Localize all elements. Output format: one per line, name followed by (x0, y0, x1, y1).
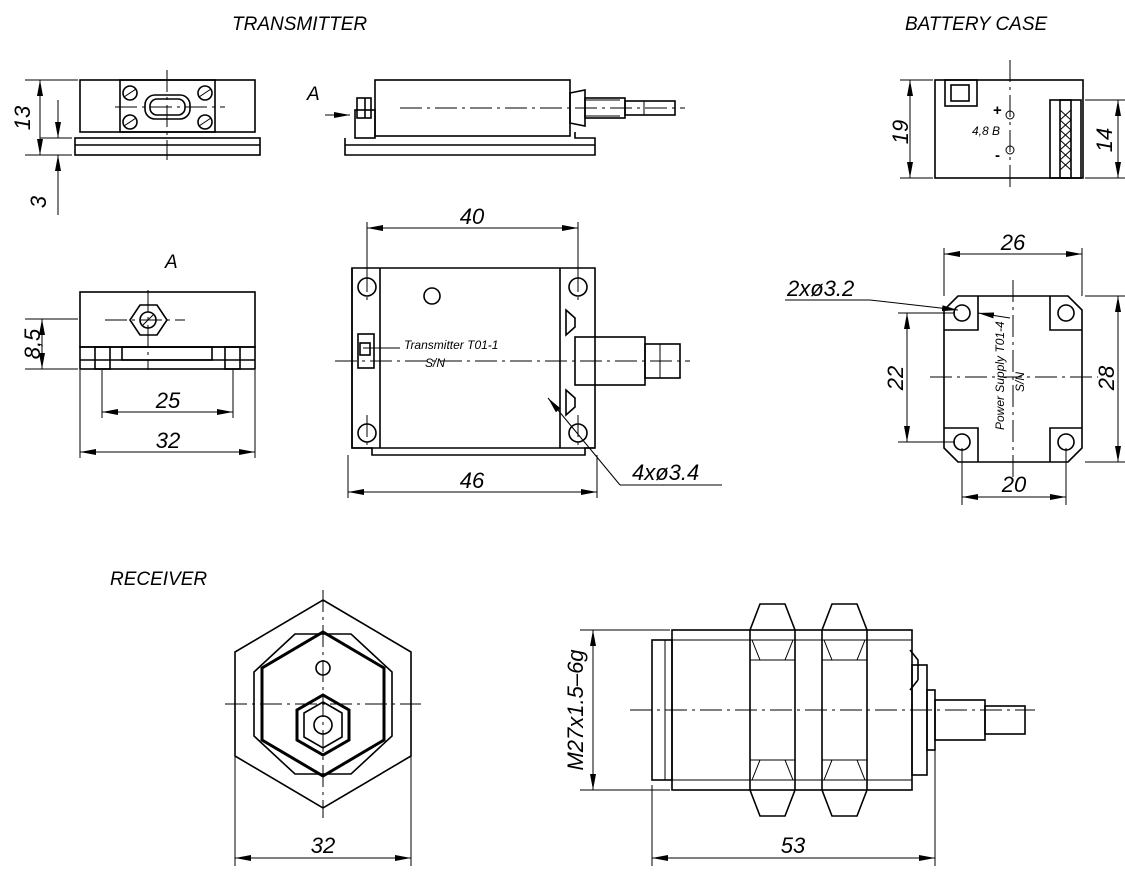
dim-rx-front-width: 32 (311, 833, 335, 858)
dim-tx-side-height: 13 (10, 105, 35, 130)
receiver-title: RECEIVER (110, 569, 207, 590)
receiver-front-view (225, 590, 421, 866)
receiver-side-view (580, 603, 1035, 866)
view-a-arrow-label: A (306, 84, 320, 105)
dim-bat-top-width: 26 (1000, 230, 1026, 255)
battery-sn-label: S/N (1013, 372, 1027, 392)
dim-bat-top-pitch-h: 20 (1001, 472, 1027, 497)
dim-bat-top-holes: 2xø3.2 (786, 276, 854, 301)
transmitter-front-view (25, 70, 261, 215)
dim-tx-side-flange: 3 (26, 195, 51, 208)
dim-rx-thread: M27x1.5–6g (563, 649, 588, 771)
battery-side-view (900, 60, 1125, 190)
transmitter-title: TRANSMITTER (232, 14, 367, 35)
transmitter-sn-label: S/N (425, 356, 445, 370)
battery-plus-label: + (993, 102, 1002, 119)
battery-voltage-label: 4,8 B (972, 124, 1000, 138)
battery-case-title: BATTERY CASE (905, 14, 1048, 35)
dim-bat-top-pitch-v: 22 (883, 366, 908, 391)
transmitter-top-view (335, 222, 722, 498)
dim-rx-side-length: 53 (781, 833, 806, 858)
transmitter-view-a (25, 290, 256, 458)
dim-bat-side-inner: 14 (1092, 128, 1117, 152)
view-a-title: A (164, 252, 178, 273)
dim-tx-top-overall: 46 (460, 468, 485, 493)
dim-tx-view-a-inner: 25 (155, 388, 181, 413)
dim-tx-view-a-height: 8,5 (20, 328, 45, 359)
dim-tx-view-a-outer: 32 (156, 428, 180, 453)
dim-bat-side-height: 19 (888, 120, 913, 144)
battery-top-view (785, 248, 1125, 505)
dim-tx-top-body: 40 (460, 204, 485, 229)
battery-minus-label: - (995, 147, 1000, 164)
dim-tx-holes: 4xø3.4 (632, 460, 699, 485)
transmitter-side-view (325, 79, 685, 156)
dim-bat-top-height: 28 (1094, 365, 1119, 391)
transmitter-name-label: Transmitter T01-1 (404, 338, 498, 352)
battery-name-label: Power Supply T01-4 (993, 321, 1007, 430)
